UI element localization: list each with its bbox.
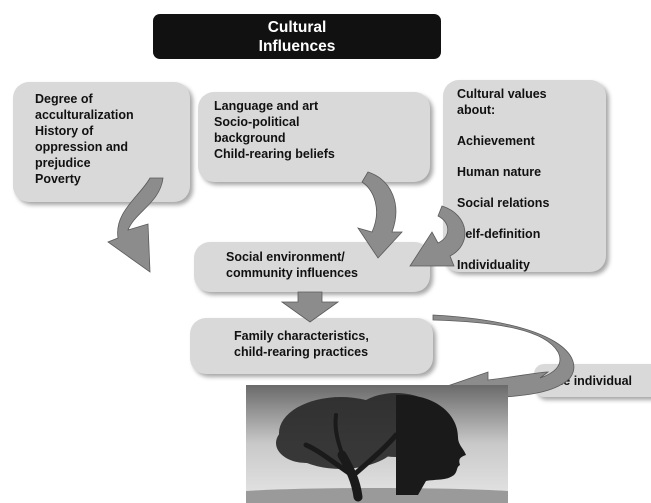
values-heading-line: Cultural values (457, 87, 547, 101)
values-heading-line: about: (457, 103, 496, 117)
family-characteristics-box: Family characteristics, child-rearing pr… (190, 318, 433, 374)
box-text-line: Degree of (35, 92, 93, 106)
box-text-line: oppression and (35, 140, 129, 154)
cultural-values-box: Cultural values about: Achievement Human… (443, 80, 606, 272)
box-text-line: acculturalization (35, 108, 134, 122)
box-text-line: Family characteristics, (234, 329, 369, 343)
box-text-line: Child-rearing beliefs (214, 147, 335, 161)
tree-head-photo (246, 385, 508, 503)
language-art-box: Language and art Socio-political backgro… (198, 92, 430, 182)
box-text-line: Language and art (214, 99, 319, 113)
value-item: Human nature (457, 165, 542, 179)
value-item: Social relations (457, 196, 550, 210)
down-arrow (280, 291, 340, 323)
diagram-title: Cultural Influences (153, 14, 441, 59)
value-item: Self-definition (457, 227, 541, 241)
box-text-line: child-rearing practices (234, 345, 369, 359)
title-line-2: Influences (258, 38, 336, 55)
title-line-1: Cultural (267, 19, 327, 36)
curved-arrow-left (107, 177, 164, 273)
box-text-line: community influences (226, 266, 358, 280)
box-text-line: background (214, 131, 286, 145)
box-text-line: Socio-political (214, 115, 300, 129)
box-text-line: Social environment/ (226, 250, 345, 264)
curved-arrow-right (409, 205, 466, 267)
social-environment-box: Social environment/ community influences (194, 242, 430, 292)
value-item: Individuality (457, 258, 530, 272)
box-text-line: Poverty (35, 172, 81, 186)
value-item: Achievement (457, 134, 535, 148)
box-text-line: prejudice (35, 156, 91, 170)
box-text-line: History of (35, 124, 94, 138)
curved-arrow-middle (357, 171, 403, 259)
